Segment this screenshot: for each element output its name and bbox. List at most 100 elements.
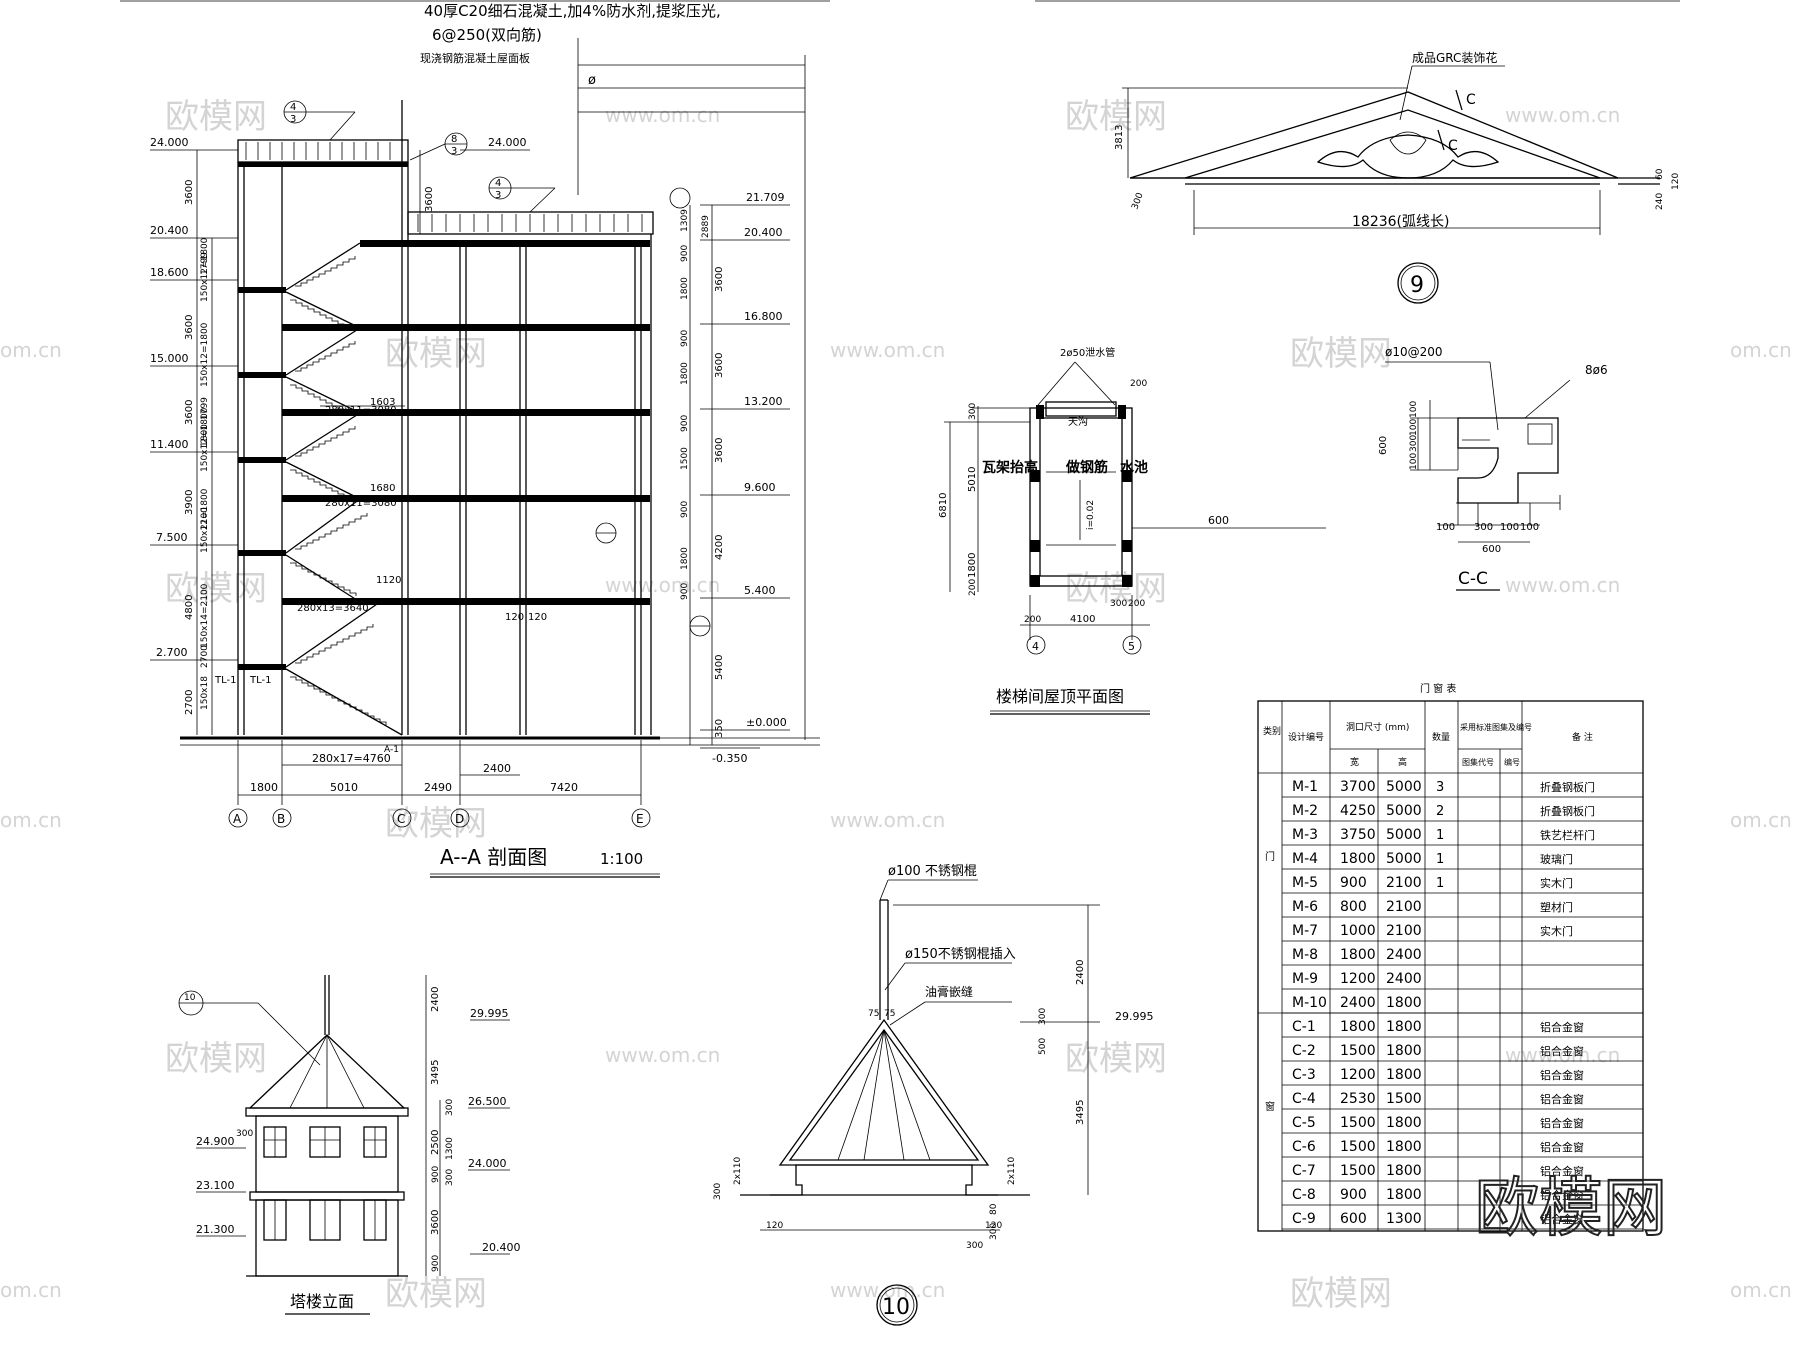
svg-text:1800: 1800: [680, 547, 690, 570]
phi-symbol: ø: [588, 73, 596, 88]
svg-text:ø100 不锈钢棍: ø100 不锈钢棍: [888, 864, 977, 879]
watermark-url: om.cn: [0, 338, 62, 362]
roof-note-line3: 现浇钢筋混凝土屋面板: [420, 51, 530, 65]
cell-height: 2100: [1386, 899, 1422, 915]
detail-number-9: 9: [1410, 273, 1424, 298]
cell-width: 900: [1340, 1187, 1367, 1203]
stair-dim: 1680: [370, 483, 395, 494]
cell-height: 1500: [1386, 1091, 1422, 1107]
svg-text:1799: 1799: [200, 252, 210, 275]
svg-text:200: 200: [968, 579, 978, 596]
watermark-url: www.om.cn: [1505, 1043, 1620, 1067]
svg-text:20.400: 20.400: [482, 1241, 521, 1254]
svg-text:120: 120: [766, 1221, 783, 1231]
svg-text:300: 300: [1038, 1008, 1048, 1025]
plan-title: 楼梯间屋顶平面图: [996, 687, 1124, 706]
cell-code: C-8: [1292, 1187, 1316, 1203]
svg-text:15.000: 15.000: [150, 352, 189, 365]
svg-text:3600: 3600: [714, 267, 725, 292]
watermark-url: om.cn: [1730, 338, 1792, 362]
svg-text:21.709: 21.709: [746, 191, 785, 204]
svg-text:1800: 1800: [250, 781, 278, 794]
pediment-span: 18236(弧线长): [1352, 214, 1449, 230]
svg-text:1800: 1800: [200, 424, 210, 447]
callout-8-3: 8 3: [409, 132, 468, 161]
cell-remark: 玻璃门: [1540, 852, 1573, 866]
tl-label: TL-1: [249, 675, 271, 686]
cell-height: 1800: [1386, 995, 1422, 1011]
cell-width: 2530: [1340, 1091, 1376, 1107]
watermark-url: om.cn: [0, 1278, 62, 1302]
cell-remark: 铝合金窗: [1540, 1020, 1584, 1034]
cell-width: 1500: [1340, 1115, 1376, 1131]
cell-code: C-9: [1292, 1211, 1316, 1227]
floor-slabs: [238, 162, 650, 670]
stair-total: 280x17=4760: [312, 752, 391, 765]
watermark-brand: 欧模网: [1290, 334, 1392, 374]
left-level-marks: 24.000 20.400 18.600 15.000 11.400 7.500…: [150, 136, 238, 661]
svg-text:4: 4: [495, 178, 501, 189]
svg-text:E: E: [636, 812, 644, 826]
watermark-brand: 欧模网: [385, 1274, 487, 1314]
cell-code: M-4: [1292, 851, 1318, 867]
cell-code: C-1: [1292, 1019, 1316, 1035]
svg-text:75: 75: [884, 1009, 895, 1019]
balustrade-upper: [245, 142, 403, 160]
svg-text:120: 120: [1671, 173, 1681, 190]
svg-text:300: 300: [966, 1241, 983, 1251]
svg-text:2400: 2400: [1075, 960, 1086, 985]
cell-width: 3750: [1340, 827, 1376, 843]
svg-text:150x12=1800: 150x12=1800: [200, 322, 210, 387]
cell-width: 1200: [1340, 971, 1376, 987]
cell-width: 1800: [1340, 851, 1376, 867]
section-cc: ø10@200 8ø6 600 100 300 100 100 100 300 …: [1378, 345, 1608, 591]
cell-height: 1800: [1386, 1187, 1422, 1203]
watermark-url: om.cn: [0, 808, 62, 832]
cell-remark: 铝合金窗: [1540, 1044, 1584, 1058]
svg-text:600: 600: [1378, 436, 1389, 455]
svg-text:1300: 1300: [445, 1137, 455, 1160]
cell-width: 2400: [1340, 995, 1376, 1011]
cell-width: 1800: [1340, 1019, 1376, 1035]
svg-text:做钢筋: 做钢筋: [1065, 459, 1108, 476]
callout-4-3: 4 3: [283, 100, 356, 141]
svg-text:20.400: 20.400: [150, 224, 189, 237]
svg-text:75: 75: [868, 1009, 879, 1019]
watermark-url: www.om.cn: [830, 1278, 945, 1302]
cell-remark: 铝合金窗: [1540, 1188, 1584, 1202]
roof-dim: 3600: [424, 187, 435, 212]
svg-text:11.400: 11.400: [150, 438, 189, 451]
dim-120: 120: [505, 612, 524, 623]
stair-dim: 280x11=3080: [325, 498, 397, 509]
watermark-url: www.om.cn: [605, 103, 720, 127]
svg-text:6810: 6810: [938, 493, 949, 518]
cell-count: 3: [1436, 780, 1444, 795]
table-title: 门 窗 表: [1420, 682, 1456, 695]
svg-text:A: A: [233, 812, 242, 826]
cell-remark: 铝合金窗: [1540, 1140, 1584, 1154]
svg-text:200: 200: [1024, 615, 1041, 625]
svg-text:900: 900: [431, 1255, 441, 1272]
gutter-label: 天沟: [1068, 415, 1088, 428]
cell-count: 1: [1436, 852, 1444, 867]
cc-title: C-C: [1458, 569, 1488, 589]
dim-2400: 2400: [483, 762, 511, 775]
svg-text:500: 500: [1038, 1038, 1048, 1055]
tower-elevation: 10 29.995 26.500 24.000 20.400: [178, 975, 521, 1315]
svg-text:1500: 1500: [680, 447, 690, 470]
svg-text:2100: 2100: [200, 507, 210, 530]
pediment-left-dim: 300: [1130, 191, 1145, 211]
svg-text:150x12=1800: 150x12=1800: [200, 407, 210, 472]
svg-text:24.000: 24.000: [150, 136, 189, 149]
watermark-big: 欧模网: [1475, 1172, 1667, 1246]
svg-text:B: B: [277, 812, 285, 826]
svg-text:900: 900: [431, 1166, 441, 1183]
roof-note-line1: 40厚C20细石混凝土,加4%防水剂,提浆压光,: [424, 2, 721, 20]
svg-text:3600: 3600: [184, 400, 195, 425]
hdr-type: 类别: [1263, 725, 1281, 737]
svg-text:3600: 3600: [430, 1210, 441, 1235]
svg-text:120: 120: [985, 1221, 1002, 1231]
